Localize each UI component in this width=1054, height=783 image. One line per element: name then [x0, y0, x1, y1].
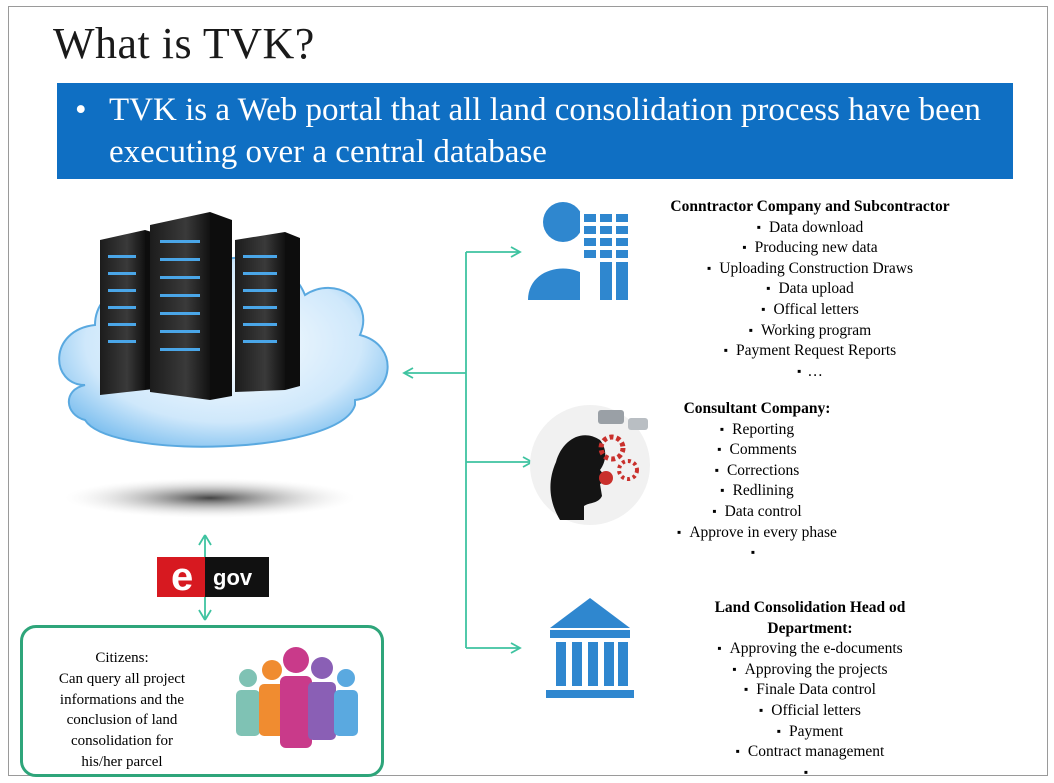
list-item: …: [636, 362, 984, 383]
egov-logo-gov: gov: [213, 565, 253, 590]
contractor-person-building-icon: [528, 202, 634, 302]
contractor-title: Conntractor Company and Subcontractor: [670, 198, 950, 215]
citizens-box: [20, 625, 384, 777]
department-list: Approving the e-documents Approving the …: [680, 639, 940, 783]
list-item: Data control: [652, 502, 862, 523]
list-item: Producing new data: [636, 238, 984, 259]
department-role: Land Consolidation Head od Department: A…: [680, 598, 940, 783]
summary-banner: • TVK is a Web portal that all land cons…: [57, 83, 1013, 179]
citizens-text: Citizens: Can query all project informat…: [32, 648, 212, 773]
list-item: Approve in every phase: [652, 523, 862, 544]
list-item: Approving the e-documents: [680, 639, 940, 660]
list-item: Data upload: [636, 279, 984, 300]
consultant-title: Consultant Company:: [683, 400, 831, 417]
list-item: Redlining: [652, 481, 862, 502]
list-item: Working program: [636, 321, 984, 342]
contractor-role: Conntractor Company and Subcontractor Da…: [636, 197, 984, 382]
list-item: [680, 763, 940, 783]
list-item: Approving the projects: [680, 660, 940, 681]
department-title-line1: Land Consolidation Head od: [714, 599, 906, 616]
citizens-title: Citizens:: [95, 650, 149, 666]
consultant-role: Consultant Company: Reporting Comments C…: [652, 399, 862, 564]
list-item: Contract management: [680, 742, 940, 763]
list-item: Payment Request Reports: [636, 341, 984, 362]
list-item: [652, 543, 862, 564]
list-item: Payment: [680, 722, 940, 743]
consultant-list: Reporting Comments Corrections Redlining…: [652, 420, 862, 564]
citizens-line: Can query all project: [58, 670, 186, 687]
slide-title: What is TVK?: [53, 19, 315, 68]
list-item: Finale Data control: [680, 680, 940, 701]
citizens-line: conclusion of land: [66, 712, 178, 729]
people-group-icon: [236, 647, 358, 748]
connector-arrows: [198, 246, 534, 654]
list-item: Reporting: [652, 420, 862, 441]
government-building-icon: [546, 598, 634, 698]
slide-frame: [8, 6, 1048, 776]
list-item: Official letters: [680, 701, 940, 722]
list-item: Corrections: [652, 461, 862, 482]
list-item: Data download: [636, 218, 984, 239]
consultant-head-gears-icon: [530, 405, 650, 525]
egov-logo-e: e: [171, 557, 193, 597]
department-title-line2: Department:: [767, 619, 853, 637]
banner-text: TVK is a Web portal that all land consol…: [109, 92, 981, 170]
list-item: Uploading Construction Draws: [636, 259, 984, 280]
list-item: Comments: [652, 440, 862, 461]
contractor-list: Data download Producing new data Uploadi…: [636, 218, 984, 383]
egov-logo: e gov: [157, 555, 269, 599]
citizens-line: his/her parcel: [81, 753, 163, 770]
citizens-line: informations and the: [59, 691, 185, 708]
citizens-line: consolidation for: [70, 733, 174, 750]
list-item: Offical letters: [636, 300, 984, 321]
banner-bullet: •: [75, 92, 87, 128]
cloud-server-icon: [58, 212, 389, 518]
